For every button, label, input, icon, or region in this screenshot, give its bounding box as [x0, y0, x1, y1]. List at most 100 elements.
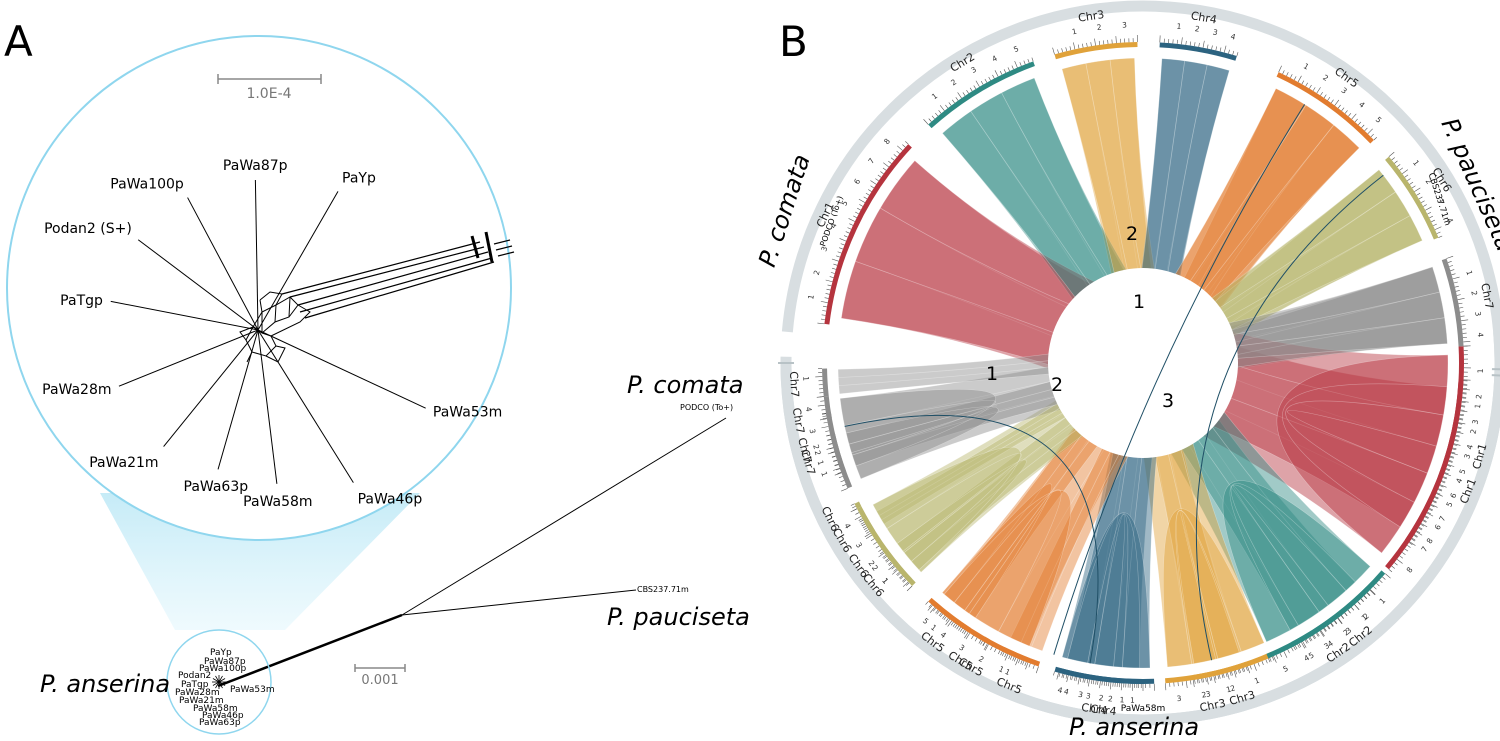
chromosome-tick	[1414, 535, 1417, 537]
chromosome-tick	[1057, 673, 1059, 680]
chromosome-tick	[1463, 389, 1470, 390]
chromosome-tick	[1455, 286, 1459, 287]
chromosome-tick	[1186, 41, 1187, 45]
chromosome-tick	[1110, 682, 1111, 689]
chromosome-tick	[838, 252, 842, 253]
chromosome-tick	[1348, 610, 1351, 613]
chromosome-tick	[883, 168, 886, 170]
chromosome-tick	[823, 306, 827, 307]
chromosome-tick	[1199, 43, 1200, 47]
chromosome-tick	[995, 70, 998, 76]
chromosome-tick-label: 4	[1063, 687, 1070, 697]
chromosome-tick	[1087, 679, 1088, 683]
chromosome-tick	[832, 268, 836, 269]
chromosome-tick	[1407, 178, 1410, 180]
chromosome-tick	[846, 232, 850, 234]
chromosome-tick-label: 2	[812, 269, 822, 276]
chromosome-tick	[1433, 224, 1437, 226]
chromosome-tick	[1351, 607, 1354, 610]
chromosome-tick-label: 5	[1444, 500, 1454, 508]
chromosome-tick	[1009, 655, 1011, 659]
chromosome-tick-label: 3	[808, 428, 818, 435]
chromosome-tick	[1324, 95, 1326, 98]
chromosome-tick	[852, 506, 856, 508]
a-comata-strain: PODCO (To+)	[680, 403, 733, 412]
chromosome-tick	[960, 628, 962, 631]
chromosome-tick	[1063, 674, 1064, 678]
zoom-taxon-label: PaWa21m	[89, 455, 158, 471]
chromosome-tick	[1419, 197, 1422, 199]
chromosome-tick	[1182, 37, 1183, 44]
chromosome-tick	[876, 546, 879, 548]
chromosome-tick-label: 2	[1194, 24, 1200, 34]
chromosome-tick	[1078, 678, 1079, 685]
chromosome-tick	[1456, 436, 1460, 437]
chromosome-tick	[1461, 406, 1465, 407]
chromosome-tick	[1457, 295, 1461, 296]
zoom-taxon-label: PaWa87p	[223, 158, 288, 174]
chromosome-tick	[1201, 679, 1202, 683]
chromosome-tick-label: 3	[1212, 27, 1219, 37]
chromosome-tick	[1214, 676, 1216, 683]
chromosome-tick	[861, 522, 864, 524]
chromosome-tick	[1431, 220, 1435, 222]
chromosome-tick-label: 1	[1253, 676, 1261, 686]
chromosome-tick-label: 3	[1340, 86, 1349, 96]
chromosome-tick	[1335, 100, 1339, 106]
chromosome-tick	[1244, 668, 1245, 672]
chromosome-tick	[1004, 69, 1006, 73]
chromosome-tick	[1355, 119, 1358, 122]
chromosome-tick	[1226, 673, 1227, 677]
ring-separator	[1492, 375, 1500, 376]
chromosome-tick	[1219, 675, 1220, 679]
chromosome-tick	[1203, 678, 1204, 682]
chromosome-tick-label: 5	[1374, 115, 1384, 125]
chromosome-tick	[1015, 659, 1018, 665]
chromosome-tick	[1461, 320, 1468, 321]
zoom-scale-label: 1.0E-4	[246, 86, 291, 102]
chromosome-tick	[1459, 419, 1463, 420]
chromosome-tick	[1091, 680, 1092, 684]
chromosome-tick-label: 7	[1437, 514, 1447, 523]
chromosome-tick	[1002, 652, 1004, 656]
chromosome-tick	[958, 627, 960, 630]
chromosome-tick	[878, 175, 881, 177]
zoom-taxon-label: PaWa63p	[184, 479, 249, 495]
chromosome-tick	[1053, 48, 1055, 55]
rearrangement-marker: 2	[1126, 223, 1138, 245]
chromosome-tick	[1248, 667, 1250, 674]
chromosome-tick	[817, 323, 824, 324]
chromosome-tick	[990, 646, 992, 650]
chromosome-tick	[1207, 45, 1208, 49]
chromosome-tick	[1066, 47, 1067, 51]
chromosome-tick	[1067, 675, 1069, 682]
chromosome-tick	[1352, 114, 1357, 119]
chromosome-tick	[1456, 432, 1463, 434]
chromosome-tick	[1306, 83, 1308, 86]
chromosome-tick	[1073, 42, 1074, 49]
chromosome-tick	[981, 81, 983, 84]
chromosome-tick-label: 4	[1465, 443, 1475, 450]
chromosome-tick	[1266, 660, 1268, 664]
chromosome-tick	[1354, 604, 1359, 609]
chromosome-tick	[952, 100, 954, 103]
chromosome-tick	[1417, 193, 1420, 195]
chromosome-tick	[942, 616, 944, 619]
chromosome-tick	[1199, 679, 1200, 683]
chromosome-tick	[1294, 76, 1296, 80]
chromosome-tick	[1085, 679, 1086, 683]
chromosome-tick	[1449, 265, 1453, 266]
chromosome-tick	[1186, 681, 1187, 688]
chromosome-tick	[1015, 61, 1018, 67]
chromosome-tick	[860, 520, 863, 522]
chromosome-tick	[1341, 616, 1343, 619]
chromosome-tick	[871, 539, 874, 541]
chromosome-tick	[1458, 298, 1465, 299]
chromosome-tick	[1102, 681, 1103, 685]
chromosome-tick	[868, 189, 871, 191]
chromosome-tick	[1290, 74, 1292, 78]
chromosome-tick	[826, 293, 830, 294]
chromosome-tick	[905, 141, 908, 144]
chromosome-tick	[826, 289, 830, 290]
chromosome-tick	[1276, 655, 1278, 659]
